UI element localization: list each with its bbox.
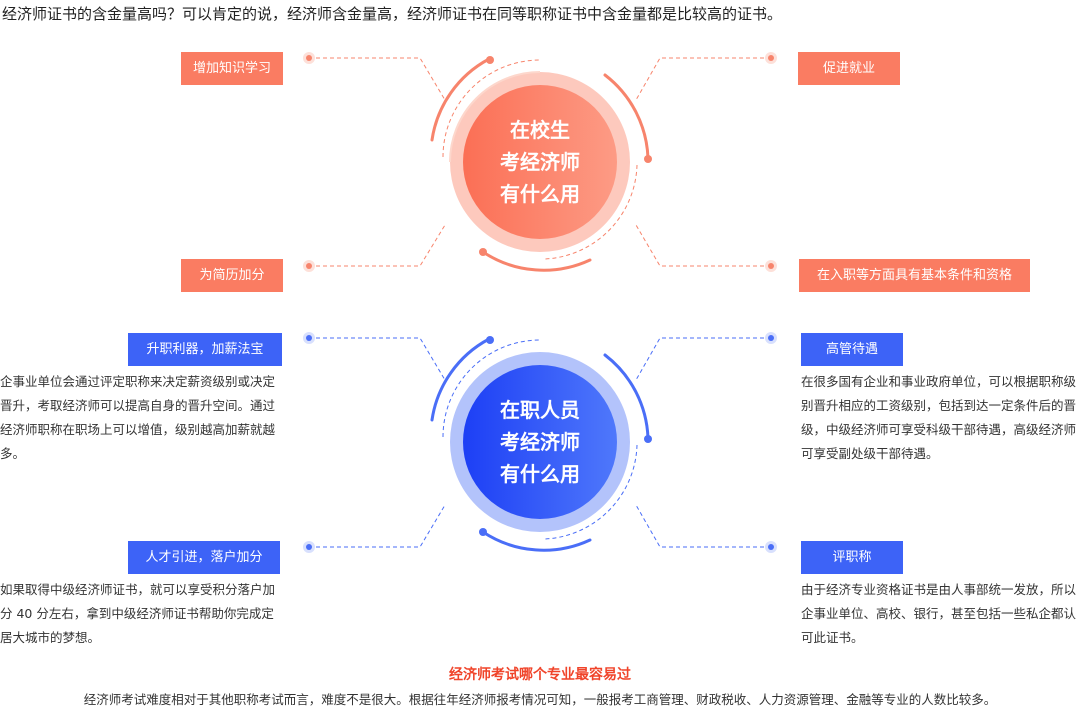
center-line: 考经济师 (500, 430, 580, 454)
student-center-title: 在校生 考经济师 有什么用 (460, 114, 620, 210)
promotion-description: 企事业单位会通过评定职称来决定薪资级别或决定晋升，考取经济师可以提高自身的晋升空… (0, 374, 276, 461)
tag-add-knowledge: 增加知识学习 (181, 52, 283, 85)
tag-talent-settlement: 人才引进，落户加分 (128, 541, 280, 574)
center-line: 在校生 (510, 118, 570, 142)
tag-employment: 促进就业 (798, 52, 900, 85)
employee-dots (303, 332, 777, 553)
intro-text: 经济师证书的含金量高吗？可以肯定的说，经济师含金量高，经济师证书在同等职称证书中… (2, 5, 783, 23)
tag-entry-qualification: 在入职等方面具有基本条件和资格 (799, 259, 1030, 292)
center-line: 在职人员 (500, 398, 580, 422)
center-line: 有什么用 (500, 182, 580, 206)
title-evaluation-description: 由于经济专业资格证书是由人事部统一发放，所以企事业单位、高校、银行，甚至包括一些… (801, 582, 1077, 645)
student-dots (303, 52, 777, 272)
employee-circle-group (303, 332, 777, 553)
bottom-text: 经济师考试难度相对于其他职称考试而言，难度不是很大。根据往年经济师报考情况可知，… (83, 692, 997, 707)
employee-connector-lines (309, 337, 771, 548)
student-core (463, 85, 617, 239)
tag-title-evaluation: 评职称 (801, 541, 903, 574)
center-line: 考经济师 (500, 150, 580, 174)
bottom-heading: 经济师考试哪个专业最容易过 (449, 667, 631, 683)
student-circle-group (303, 52, 777, 272)
employee-core (463, 365, 617, 519)
tag-executive-treatment: 高管待遇 (801, 333, 903, 366)
settlement-description: 如果取得中级经济师证书，就可以享受积分落户加分 40 分左右，拿到中级经济师证书… (0, 582, 276, 645)
tag-resume-bonus: 为简历加分 (181, 259, 283, 292)
tag-promotion: 升职利器，加薪法宝 (128, 333, 282, 366)
student-connector-lines (309, 57, 771, 267)
center-line: 有什么用 (500, 462, 580, 486)
executive-description: 在很多国有企业和事业政府单位，可以根据职称级别晋升相应的工资级别，包括到达一定条… (801, 374, 1077, 461)
employee-center-title: 在职人员 考经济师 有什么用 (460, 394, 620, 490)
